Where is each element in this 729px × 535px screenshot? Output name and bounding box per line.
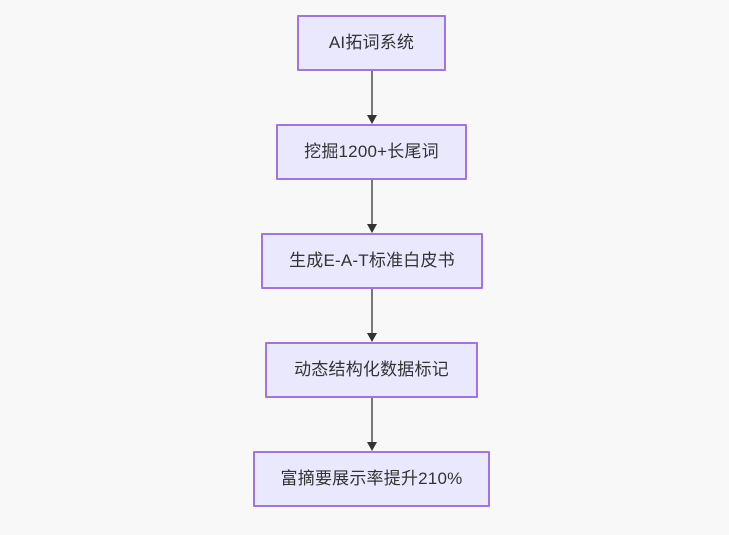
flow-node-2[interactable]: 挖掘1200+长尾词 bbox=[276, 124, 467, 180]
edge-line bbox=[371, 71, 373, 116]
flow-node-3[interactable]: 生成E-A-T标准白皮书 bbox=[261, 233, 483, 289]
edge-line bbox=[371, 398, 373, 443]
edge-line bbox=[371, 180, 373, 225]
arrowhead-icon bbox=[367, 442, 377, 451]
edge-line bbox=[371, 289, 373, 334]
flow-node-label: 挖掘1200+长尾词 bbox=[304, 141, 439, 161]
arrowhead-icon bbox=[367, 115, 377, 124]
flow-node-5[interactable]: 富摘要展示率提升210% bbox=[253, 451, 490, 507]
flow-edge bbox=[367, 289, 377, 342]
flow-node-label: AI拓词系统 bbox=[328, 32, 415, 52]
flow-node-label: 富摘要展示率提升210% bbox=[280, 468, 463, 488]
flow-node-4[interactable]: 动态结构化数据标记 bbox=[265, 342, 478, 398]
flow-edge bbox=[367, 180, 377, 233]
arrowhead-icon bbox=[367, 333, 377, 342]
flow-node-1[interactable]: AI拓词系统 bbox=[297, 15, 446, 71]
flow-edge bbox=[367, 71, 377, 124]
flow-node-label: 动态结构化数据标记 bbox=[294, 359, 449, 379]
flow-edge bbox=[367, 398, 377, 451]
arrowhead-icon bbox=[367, 224, 377, 233]
flow-node-label: 生成E-A-T标准白皮书 bbox=[289, 250, 455, 270]
